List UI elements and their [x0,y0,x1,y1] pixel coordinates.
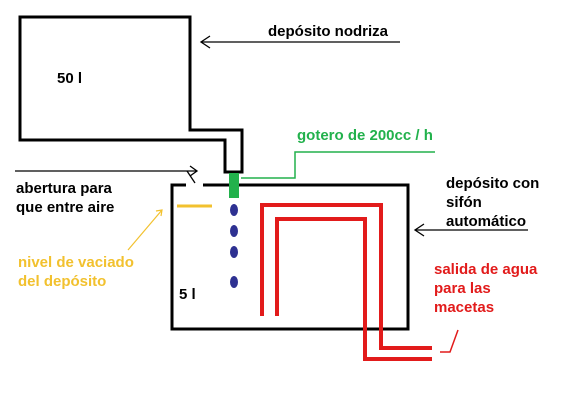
siphon-outer-wall [260,203,432,350]
outlet-label-line1: salida de agua [434,261,538,278]
siphon-tank-label-line2: sifón [446,194,482,211]
air-vent-label-line2: que entre aire [16,199,114,216]
empty-level-pointer [127,209,163,251]
feeder-tank-arrowhead [199,35,211,49]
outlet-pointer-line [440,329,459,353]
siphon-tank-capacity: 5 l [179,286,196,303]
feeder-tank-outline [18,15,244,174]
water-drop [230,204,238,216]
feeder-tank-capacity: 50 l [57,70,82,87]
air-vent-arrowhead [189,165,199,177]
dripper-pointer-line [241,151,435,179]
siphon-tank-arrowhead [413,223,425,237]
siphon-inner-wall [275,217,432,361]
siphon-tank-label-line1: depósito con [446,175,539,192]
air-vent-pointer [186,170,196,184]
feeder-tank-label: depósito nodriza [268,23,389,40]
dripper [229,173,239,198]
empty-level-label-line2: del depósito [18,273,106,290]
siphon-tank-outline [170,183,410,331]
water-drop [230,246,238,258]
outlet-label-line3: macetas [434,299,494,316]
outlet-label-line2: para las [434,280,491,297]
air-vent-label-line1: abertura para [16,180,113,197]
dripper-label: gotero de 200cc / h [297,127,433,144]
siphon-tank-label-line3: automático [446,213,526,230]
empty-level-arrowhead [155,209,163,217]
water-drop [230,276,238,288]
empty-level-label-line1: nivel de vaciado [18,254,134,271]
water-drop [230,225,238,237]
